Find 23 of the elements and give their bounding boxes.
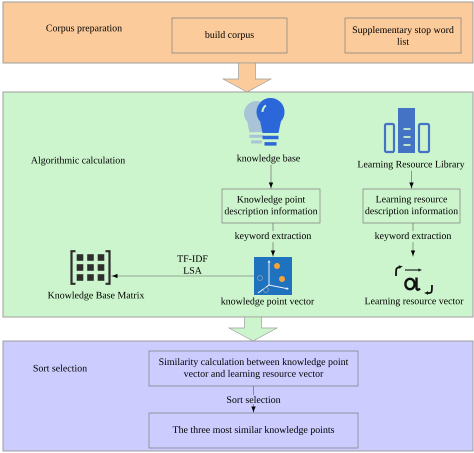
section-title: Sort selection — [34, 364, 87, 372]
edge-label: keyword extraction — [234, 231, 312, 242]
section-title: Corpus preparation — [46, 24, 122, 34]
process-box: build corpus — [172, 18, 288, 54]
arrow — [112, 274, 254, 278]
icon-caption: knowledge base — [236, 154, 300, 164]
process-box: Knowledge point description information — [222, 188, 320, 224]
section-title: Algorithmic calculation — [30, 156, 126, 166]
icon-caption: Learning Resource Library — [358, 160, 465, 170]
edge-label: Sort selection — [225, 395, 282, 404]
process-box: Learning resource description information — [362, 188, 460, 224]
arrow — [268, 164, 274, 188]
block-arrow — [222, 62, 272, 92]
icon-caption: Learning resource vector — [364, 298, 464, 306]
icon-caption: Knowledge Base Matrix — [48, 292, 144, 300]
process-box: Similarity calculation between knowledge point vector and learning resource vector — [148, 350, 358, 386]
arrow — [409, 170, 414, 188]
process-box: The three most similar knowledge points — [148, 412, 358, 448]
process-box: Supplementary stop word list — [344, 18, 462, 54]
block-arrow — [228, 316, 278, 342]
icon-caption: knowledge point vector — [220, 298, 314, 306]
edge-label: TF-IDF LSA — [172, 254, 212, 275]
edge-label: keyword extraction — [374, 231, 452, 242]
